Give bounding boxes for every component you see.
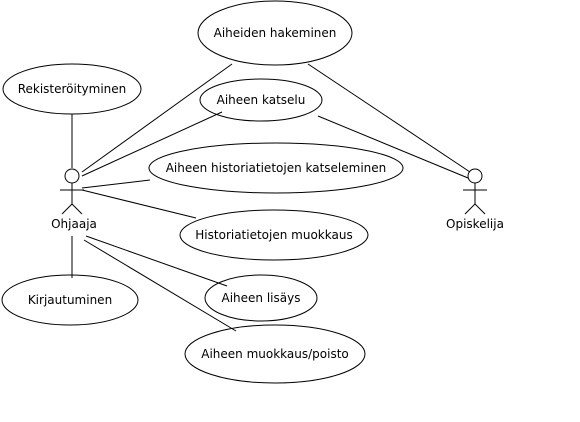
actor-label-opiskelija: Opiskelija bbox=[446, 217, 504, 231]
ohjaaja-actor-icon bbox=[60, 168, 84, 215]
association-opiskelija-aiheiden-hakeminen bbox=[307, 63, 471, 173]
use-case-historiatietojen-muokkaus bbox=[179, 209, 369, 261]
use-case-rekisteroityminen bbox=[2, 63, 142, 115]
association-ohjaaja-aiheen-lisays bbox=[85, 235, 228, 287]
use-case-label-aiheen-lisays: Aiheen lisäys bbox=[222, 291, 301, 305]
use-case-label-aiheen-muokkaus-poisto: Aiheen muokkaus/poisto bbox=[201, 347, 349, 361]
actor-label-ohjaaja: Ohjaaja bbox=[51, 217, 97, 231]
use-case-label-rekisteroityminen: Rekisteröityminen bbox=[18, 82, 127, 96]
association-opiskelija-aiheen-katselu bbox=[317, 115, 469, 179]
use-case-label-historiatietojen-muokkaus: Historiatietojen muokkaus bbox=[195, 228, 352, 242]
use-case-label-historiatietojen-katseleminen: Aiheen historiatietojen katseleminen bbox=[166, 161, 387, 175]
association-ohjaaja-aiheen-katselu bbox=[81, 111, 223, 177]
opiskelija-actor-icon bbox=[463, 168, 487, 215]
use-case-aiheiden-hakeminen bbox=[197, 0, 353, 66]
use-case-aiheen-katselu bbox=[199, 78, 323, 122]
association-ohjaaja-aiheiden-hakeminen bbox=[81, 63, 233, 173]
use-case-historiatietojen-katseleminen bbox=[148, 142, 404, 194]
use-case-label-kirjautuminen: Kirjautuminen bbox=[28, 293, 112, 307]
use-case-label-aiheiden-hakeminen: Aiheiden hakeminen bbox=[214, 26, 337, 40]
association-ohjaaja-aiheen-muokkaus-poisto bbox=[83, 239, 237, 332]
use-case-aiheen-lisays bbox=[204, 274, 318, 322]
use-case-label-aiheen-katselu: Aiheen katselu bbox=[217, 93, 306, 107]
association-ohjaaja-historiatietojen-muokkaus bbox=[81, 189, 197, 219]
use-case-kirjautuminen bbox=[1, 274, 139, 326]
association-ohjaaja-historiatietojen-katseleminen bbox=[81, 179, 151, 189]
use-case-aiheen-muokkaus-poisto bbox=[184, 324, 366, 384]
